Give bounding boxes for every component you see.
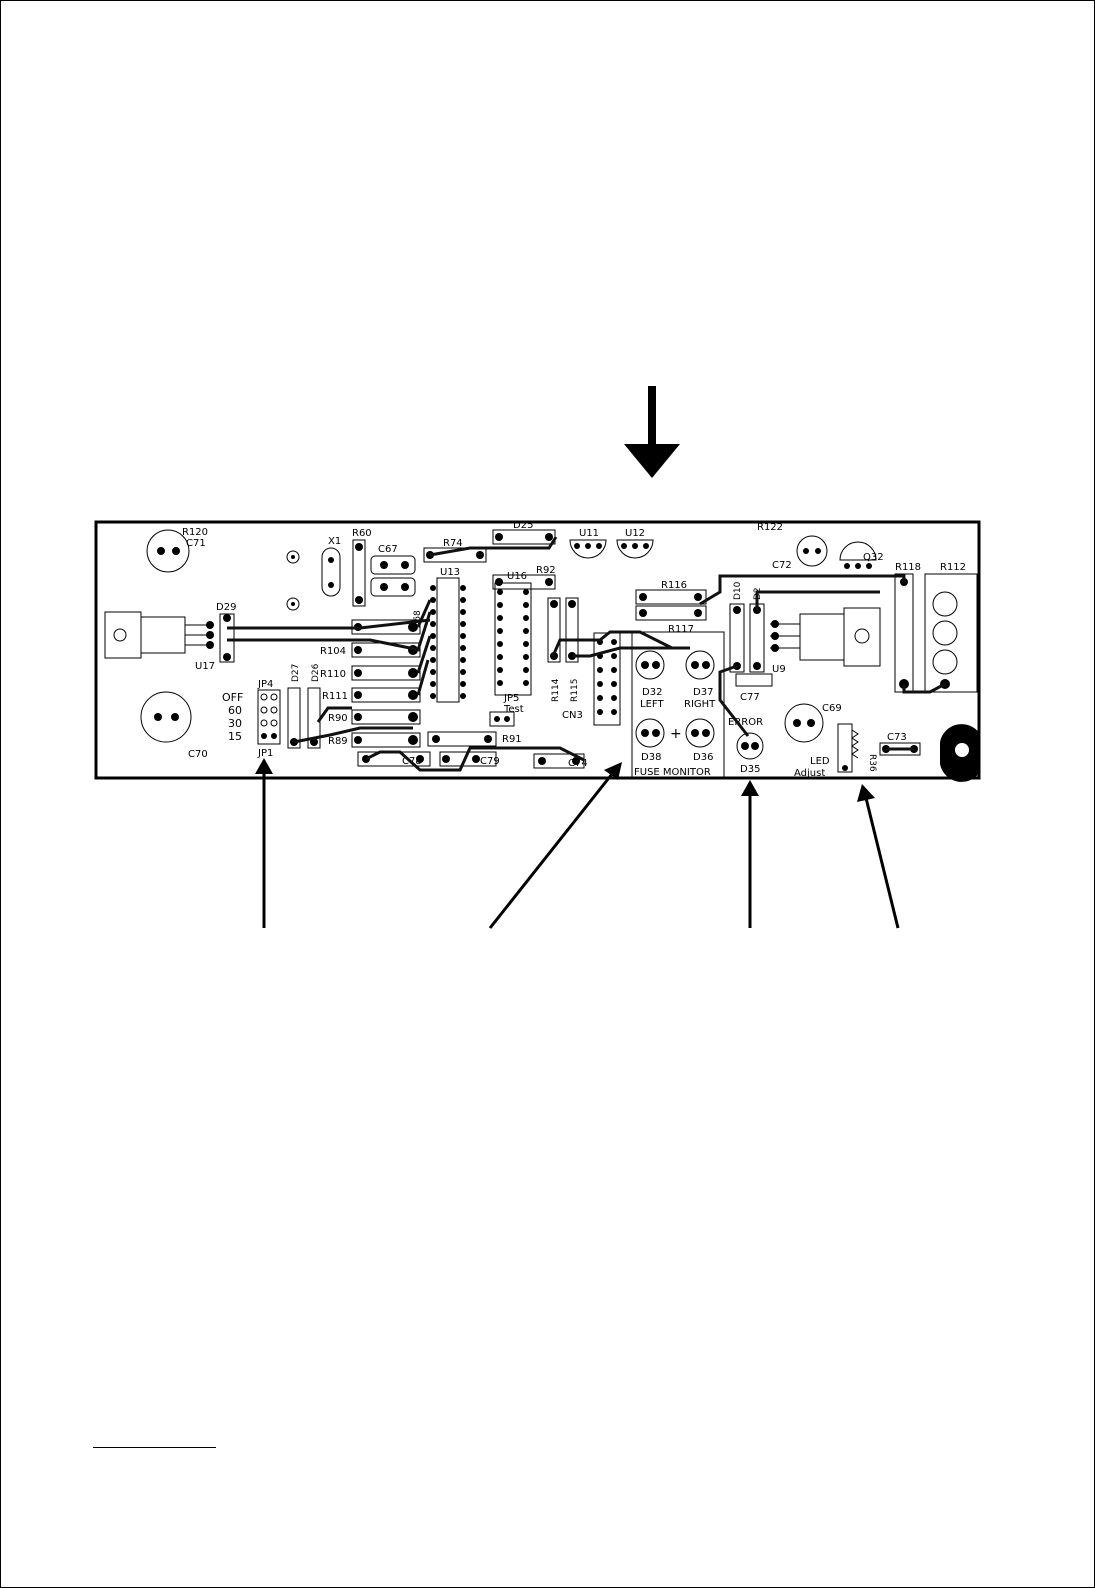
transistor-u11 [569,539,607,559]
capacitor-c71 [146,529,190,573]
label-r104: R104 [320,646,346,657]
label-d10: D10 [733,581,743,600]
transistor-q32 [839,541,877,569]
diode-d27-d26 [287,687,321,749]
resistor-r116-r117 [635,589,707,621]
label-c72: C72 [772,560,792,571]
diode-d29 [219,613,235,663]
label-r92: R92 [536,565,556,576]
capacitor-c77 [735,673,773,687]
label-d35: D35 [740,764,760,775]
label-right: RIGHT [684,699,716,710]
label-u16: U16 [507,571,527,582]
label-fuse-monitor: FUSE MONITOR [634,767,711,778]
capacitor-c67 [370,555,416,597]
label-led: LED [810,756,830,767]
label-r120: R120 [182,527,208,538]
label-c67: C67 [378,544,398,555]
transistor-u12 [616,539,654,559]
label-r122: R122 [757,522,783,533]
label-d29: D29 [216,602,236,613]
led-d37 [685,650,715,680]
label-left: LEFT [640,699,664,710]
capacitor-c74 [533,753,585,769]
jumper-option-60: 60 [228,704,242,717]
label-jp5: JP5 [503,693,519,704]
label-d25: D25 [513,520,533,531]
label-adjust: Adjust [794,768,825,779]
capacitor-c70 [140,691,192,743]
label-r36: R36 [867,754,877,772]
label-r114: R114 [551,678,561,702]
label-r116: R116 [661,580,687,591]
regulator-u9 [770,607,881,667]
capacitor-c69 [784,703,824,743]
label-r111: R111 [322,691,348,702]
jumper-option-15: 15 [228,730,242,743]
label-u13: U13 [440,567,460,578]
led-d36 [685,718,715,748]
label-c74: C74 [568,758,588,769]
label-c77: C77 [740,692,760,703]
footnote-separator [93,1447,216,1448]
label-r90: R90 [328,713,348,724]
label-c69: C69 [822,703,842,714]
label-c73: C73 [887,732,907,743]
label-jp1: JP1 [257,748,273,759]
label-d26: D26 [311,663,321,682]
label-r112: R112 [940,562,966,573]
led-d32 [635,650,665,680]
label-d27: D27 [291,664,301,682]
label-r60: R60 [352,528,372,539]
jumper-jp5 [489,711,515,727]
potentiometer-r36 [837,723,859,773]
label-x1: X1 [328,536,341,547]
capacitor-c73 [879,724,980,782]
label-d38: D38 [641,752,661,763]
label-r89: R89 [328,736,348,747]
label-r117: R117 [668,624,694,635]
label-u11: U11 [579,528,599,539]
label-jp4: JP4 [257,679,273,690]
label-test: Test [503,704,524,715]
label-c68: C68 [413,610,423,628]
label-r115: R115 [570,679,580,702]
led-d38 [635,718,665,748]
label-q32: Q32 [863,552,884,563]
led-d35 [736,732,764,760]
top-arrow [624,386,680,478]
ic-u16 [494,582,532,696]
resistor-r91 [427,731,497,747]
callout-arrows [255,758,900,929]
label-u17: U17 [195,661,215,672]
label-d37: D37 [693,687,713,698]
jumper-option-off: OFF [222,691,243,704]
jumper-header-jp4 [257,689,281,745]
label-cn3: CN3 [562,710,583,721]
label-r118: R118 [895,562,921,573]
label-r91: R91 [502,734,522,745]
label-u9: U9 [772,664,786,675]
resistor-r60 [352,539,366,607]
regulator-u17 [104,611,214,659]
label-r110: R110 [320,669,346,680]
resistor-r92 [492,574,556,590]
plus-sign: + [670,726,682,742]
label-c71: C71 [186,538,206,549]
label-d36: D36 [693,752,713,763]
label-c79: C79 [480,756,500,767]
ic-u13 [430,577,466,703]
crystal-x1 [321,547,341,597]
label-error: ERROR [728,717,763,728]
mounting-marks [286,550,300,611]
jumper-option-30: 30 [228,717,242,730]
pcb-board-outline [94,520,981,780]
label-c70: C70 [188,749,208,760]
label-d32: D32 [642,687,662,698]
capacitor-c72 [796,535,828,567]
label-u12: U12 [625,528,645,539]
label-r74: R74 [443,538,463,549]
pcb-traces [227,536,946,772]
